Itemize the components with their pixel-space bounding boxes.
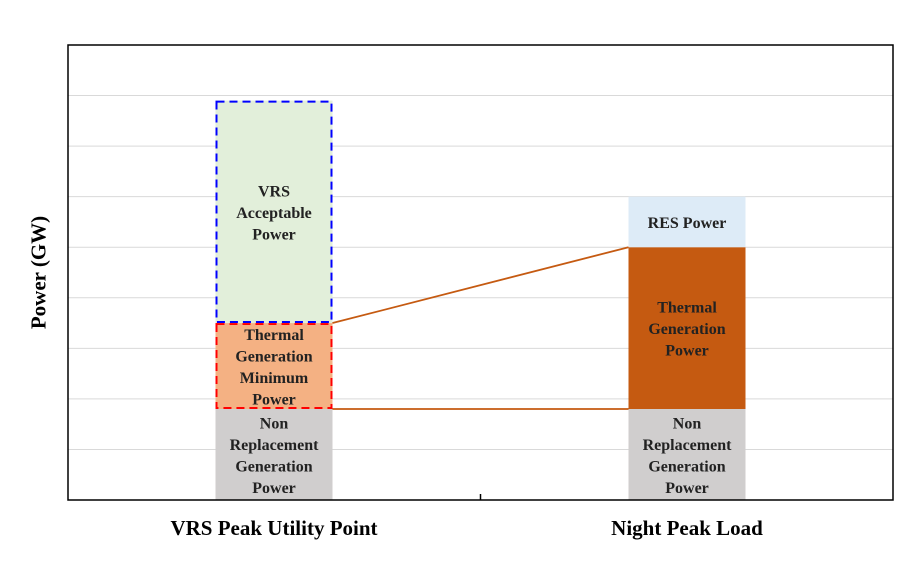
segment-label-line: Replacement bbox=[230, 437, 320, 454]
category-label: VRS Peak Utility Point bbox=[170, 516, 377, 540]
segment-label-line: Non bbox=[260, 415, 289, 432]
segment-label-line: Non bbox=[673, 415, 702, 432]
bar-segment bbox=[628, 247, 746, 409]
segment-label-line: Replacement bbox=[643, 437, 733, 454]
segment-label-line: Power bbox=[252, 391, 296, 408]
segment-label-line: Power bbox=[252, 480, 296, 497]
bar-segment bbox=[628, 409, 746, 500]
segment-label-line: Power bbox=[665, 343, 709, 360]
bar-segment bbox=[215, 409, 333, 500]
segment-label-line: Generation bbox=[235, 458, 312, 475]
segment-label-line: Generation bbox=[648, 458, 725, 475]
bar-segment bbox=[628, 196, 746, 248]
segment-label-line: Power bbox=[252, 226, 296, 243]
y-axis-title: Power (GW) bbox=[26, 216, 50, 329]
segment-label-line: Generation bbox=[235, 348, 312, 365]
plot-frame bbox=[67, 44, 894, 501]
gridlines bbox=[68, 95, 893, 450]
segment-label-line: Power bbox=[665, 480, 709, 497]
bar-segment bbox=[215, 323, 333, 409]
bar-segment bbox=[215, 100, 333, 324]
segment-label-line: Acceptable bbox=[236, 205, 312, 222]
connector-lines bbox=[332, 246, 629, 410]
bar-stacks bbox=[215, 100, 746, 500]
segment-label-line: Thermal bbox=[657, 300, 717, 317]
category-label: Night Peak Load bbox=[611, 516, 763, 540]
segment-label-line: VRS bbox=[258, 183, 290, 200]
category-labels: VRS Peak Utility Point Night Peak Load bbox=[170, 516, 763, 540]
bar-segment-dashed-border bbox=[215, 323, 333, 409]
segment-label-line: Thermal bbox=[244, 327, 304, 344]
segment-label-line: RES Power bbox=[648, 215, 727, 232]
connector-line bbox=[332, 246, 629, 324]
segment-label: RES Power bbox=[648, 215, 727, 232]
segment-label-line: Generation bbox=[648, 321, 725, 338]
bar-segment-dashed-border bbox=[215, 100, 333, 324]
segment-label-line: Minimum bbox=[240, 370, 309, 387]
